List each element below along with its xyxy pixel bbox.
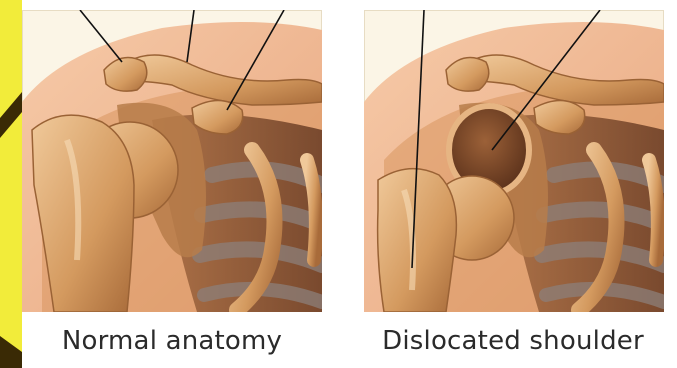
caption-normal-anatomy: Normal anatomy xyxy=(22,326,322,366)
decorative-slash xyxy=(0,92,22,138)
decorative-slash xyxy=(0,336,22,368)
dislocated-shoulder-illustration xyxy=(364,10,664,312)
caption-dislocated-shoulder: Dislocated shoulder xyxy=(352,326,674,366)
normal-anatomy-illustration xyxy=(22,10,322,312)
accent-strip xyxy=(0,0,22,368)
humerus xyxy=(378,169,457,312)
